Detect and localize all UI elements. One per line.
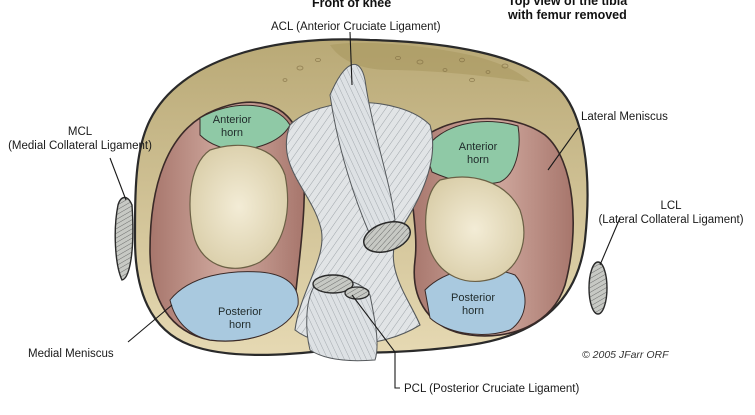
horn-label-word: Anterior [458, 141, 498, 153]
lcl-label-line1: LCL [660, 200, 682, 212]
mcl-label-line1: MCL [67, 126, 93, 138]
medial-anterior-horn-label: Anterior horn [206, 114, 258, 140]
lcl-label-line2: (Lateral Collateral Ligament) [598, 214, 744, 226]
mcl-label-line2: (Medial Collateral Ligament) [8, 140, 152, 152]
pcl-bundle [306, 278, 378, 362]
lcl-label: LCL (Lateral Collateral Ligament) [596, 199, 746, 227]
medial-posterior-horn-label: Posterior horn [210, 306, 270, 332]
medial-tibial-cartilage [189, 144, 289, 269]
mcl-ligament [114, 196, 134, 281]
acl-cut-end [363, 221, 411, 253]
horn-label-word: horn [228, 319, 252, 331]
horn-label-word: Posterior [217, 306, 263, 318]
horn-label-word: Anterior [212, 114, 252, 126]
horn-label-word: Posterior [450, 292, 496, 304]
pcl-label: PCL (Posterior Cruciate Ligament) [404, 383, 580, 395]
lateral-anterior-horn-label: Anterior horn [452, 141, 504, 167]
lateral-posterior-horn-label: Posterior horn [443, 292, 503, 318]
top-right-title-line2: with femur removed [508, 8, 627, 22]
acl-label: ACL (Anterior Cruciate Ligament) [271, 21, 441, 33]
medial-meniscus-label: Medial Meniscus [28, 348, 114, 360]
mcl-label: MCL (Medial Collateral Ligament) [5, 125, 155, 153]
lateral-tibial-cartilage [425, 176, 525, 282]
bone-texture-dots [282, 56, 509, 83]
medial-posterior-horn [169, 271, 299, 342]
leader-lines [109, 31, 621, 389]
lateral-meniscus-label: Lateral Meniscus [581, 111, 668, 123]
pcl-cut-end-1 [312, 274, 354, 294]
medial-anterior-horn [199, 104, 291, 151]
top-right-title-line1: Top view of the tibia [508, 0, 628, 8]
horn-label-word: horn [220, 127, 244, 139]
copyright-text: © 2005 JFarr ORF [582, 349, 669, 361]
front-of-knee-label: Front of knee [312, 0, 392, 10]
pcl-cut-end-2 [344, 286, 370, 300]
acl-bundle [329, 63, 396, 236]
tibial-tuberosity-shadow [330, 42, 530, 82]
lcl-ligament [588, 261, 608, 315]
horn-label-word: horn [461, 305, 485, 317]
horn-label-word: horn [466, 154, 490, 166]
